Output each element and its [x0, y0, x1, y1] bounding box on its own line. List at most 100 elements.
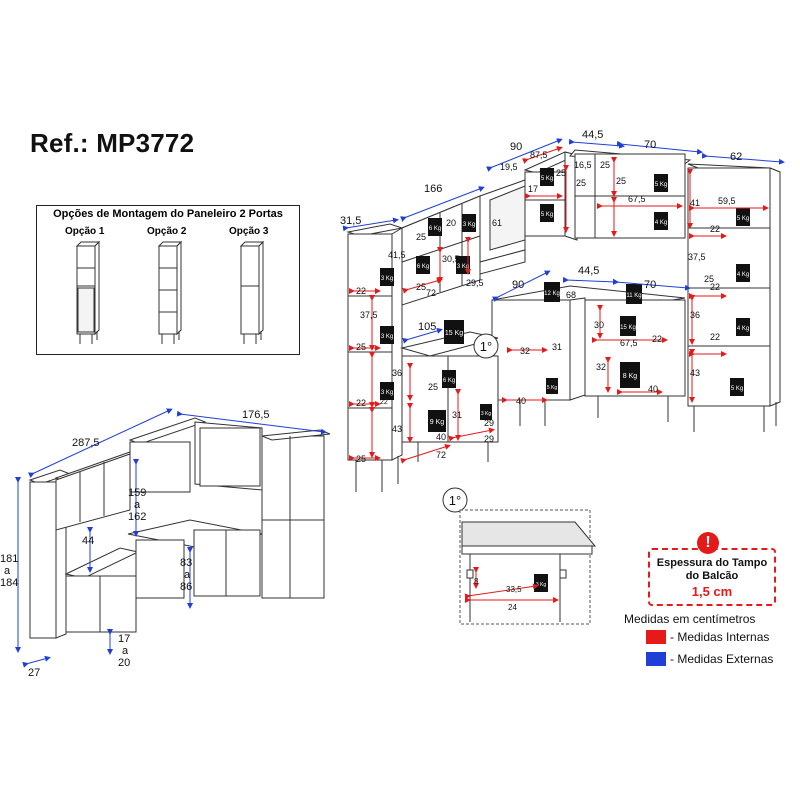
svg-text:16,5: 16,5	[574, 160, 592, 170]
weight-badge: 6 Kg	[416, 256, 430, 274]
svg-text:90: 90	[510, 141, 522, 153]
legend-title: Medidas em centímetros	[624, 612, 756, 626]
svg-text:17: 17	[528, 184, 538, 194]
option-1-label: Opção 1	[65, 226, 105, 237]
svg-text:33,5: 33,5	[506, 585, 522, 594]
tall-cabinet-left	[346, 223, 404, 492]
svg-text:36: 36	[392, 368, 402, 378]
svg-text:32: 32	[520, 346, 530, 356]
assembly-options-title: Opções de Montagem do Paneleiro 2 Portas	[53, 208, 283, 220]
weight-badge: 11 Kg	[626, 284, 642, 304]
weight-badge: 8 Kg	[620, 362, 640, 388]
svg-text:36: 36	[690, 310, 700, 320]
warning-icon: !	[697, 532, 719, 554]
svg-text:25: 25	[428, 382, 438, 392]
option-2-drawing	[157, 240, 183, 344]
detail-callout-marker: 1°	[473, 333, 499, 359]
svg-text:22: 22	[380, 399, 388, 406]
svg-text:90: 90	[512, 279, 524, 291]
svg-text:181: 181	[0, 553, 18, 565]
svg-text:1°: 1°	[449, 493, 461, 508]
svg-text:44: 44	[82, 535, 94, 547]
svg-text:4 Kg: 4 Kg	[737, 272, 749, 278]
svg-text:8: 8	[474, 577, 479, 586]
svg-text:31: 31	[552, 342, 562, 352]
weight-badge: 9 Kg	[428, 410, 446, 432]
detail-view: 1° 3 Kg 8 33,5 24	[442, 487, 597, 625]
svg-text:22: 22	[710, 282, 720, 292]
svg-text:20: 20	[446, 218, 456, 228]
weight-badge: 5 Kg	[540, 168, 554, 186]
svg-text:40: 40	[516, 396, 526, 406]
thickness-value: 1,5 cm	[691, 584, 733, 599]
assembled-dimension-lines	[15, 408, 327, 668]
svg-text:86: 86	[180, 581, 192, 593]
legend-internal-label: - Medidas Internas	[670, 630, 770, 644]
svg-text:22: 22	[356, 398, 366, 408]
option-1-drawing	[75, 240, 101, 344]
weight-badge: 3 Kg	[462, 214, 476, 232]
svg-text:22: 22	[652, 334, 662, 344]
svg-text:9 Kg: 9 Kg	[430, 419, 445, 426]
legend-external-label: - Medidas Externas	[670, 652, 774, 666]
assembly-options-panel: Opções de Montagem do Paneleiro 2 Portas…	[36, 205, 300, 355]
svg-text:72: 72	[436, 450, 446, 460]
svg-text:29,5: 29,5	[466, 278, 484, 288]
svg-text:25: 25	[356, 454, 366, 464]
svg-text:5 Kg: 5 Kg	[655, 182, 667, 188]
svg-text:287,5: 287,5	[72, 437, 100, 449]
weight-badge: 3 Kg	[380, 382, 394, 400]
svg-text:29: 29	[484, 434, 494, 444]
svg-text:72: 72	[426, 288, 436, 298]
svg-text:41,5: 41,5	[388, 250, 406, 260]
weight-badges: 3 Kg 3 Kg 3 Kg 6 Kg 6 Kg 3 Kg 3 Kg 5 Kg …	[380, 168, 750, 432]
weight-badge: 6 Kg	[428, 218, 442, 236]
weight-badge: 3 Kg	[480, 404, 492, 420]
svg-text:29: 29	[484, 418, 494, 428]
weight-badge: 3 Kg	[380, 326, 394, 344]
svg-text:44,5: 44,5	[578, 265, 599, 277]
svg-text:25: 25	[600, 160, 610, 170]
assembly-options-drawings	[75, 240, 265, 344]
option-3-label: Opção 3	[229, 226, 269, 237]
svg-text:83: 83	[180, 557, 192, 569]
svg-text:41: 41	[690, 198, 700, 208]
svg-text:37,5: 37,5	[360, 310, 378, 320]
svg-text:5 Kg: 5 Kg	[737, 216, 749, 222]
svg-text:43: 43	[392, 424, 402, 434]
assembled-kitchen	[28, 417, 331, 639]
svg-text:30: 30	[594, 320, 604, 330]
svg-text:22: 22	[356, 286, 366, 296]
svg-text:5 Kg: 5 Kg	[541, 176, 553, 182]
svg-text:162: 162	[128, 511, 146, 523]
option-2-label: Opção 2	[147, 226, 187, 237]
svg-text:31: 31	[452, 410, 462, 420]
svg-text:5 Kg: 5 Kg	[547, 385, 558, 391]
svg-text:31,5: 31,5	[340, 215, 361, 227]
svg-text:166: 166	[424, 183, 442, 195]
svg-text:25: 25	[556, 168, 566, 178]
svg-text:6 Kg: 6 Kg	[417, 264, 429, 270]
svg-text:43: 43	[690, 368, 700, 378]
svg-text:a: a	[122, 645, 129, 657]
svg-text:105: 105	[418, 321, 436, 333]
svg-text:17: 17	[118, 633, 130, 645]
legend-internal-swatch	[646, 630, 666, 644]
weight-badge: 5 Kg	[736, 208, 750, 226]
svg-text:3 Kg: 3 Kg	[381, 390, 393, 396]
assembled-dimension-labels: 287,5 176,5 159 a 162 44 83 a 86 181 a 1…	[0, 409, 270, 679]
svg-text:5 Kg: 5 Kg	[731, 386, 743, 392]
svg-text:68: 68	[566, 290, 576, 300]
thickness-label-line2: do Balcão	[685, 570, 739, 582]
svg-text:25: 25	[616, 176, 626, 186]
svg-text:27: 27	[28, 667, 40, 679]
svg-text:25: 25	[576, 178, 586, 188]
svg-text:a: a	[184, 569, 191, 581]
weight-badge: 4 Kg	[736, 264, 750, 282]
svg-text:4 Kg: 4 Kg	[655, 220, 667, 226]
option-3-drawing	[239, 240, 265, 344]
svg-text:67,5: 67,5	[620, 338, 638, 348]
svg-text:22: 22	[710, 224, 720, 234]
internal-dimension-lines	[349, 146, 769, 464]
weight-badge: 4 Kg	[654, 212, 668, 230]
